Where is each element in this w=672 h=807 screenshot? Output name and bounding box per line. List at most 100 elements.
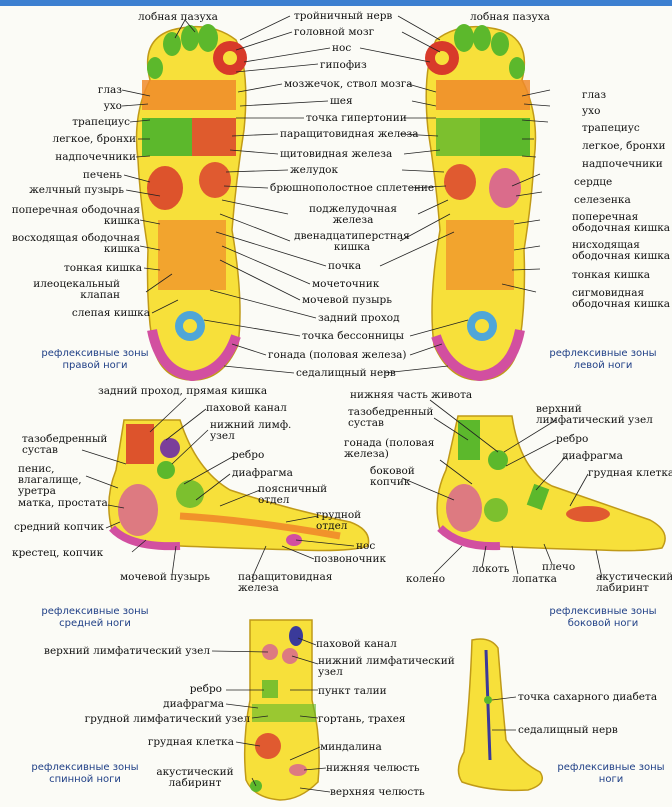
label-adrenal-left: надпочечники <box>582 158 663 170</box>
label-kidney: почка <box>328 260 362 272</box>
label-elbow: локоть <box>472 563 510 575</box>
label-thyroid: щитовидная железа <box>280 148 393 160</box>
label-ileocecal-valve: илеоцекальный клапан <box>33 278 120 301</box>
label-parathyroid-top: паращитовидная железа <box>280 128 419 140</box>
zone-caption-middle-foot: рефлексивные зоны средней ноги <box>41 606 149 629</box>
label-upper-jaw: верхняя челюсть <box>330 786 425 798</box>
label-transverse-colon-left: поперечная ободочная кишка <box>572 211 671 234</box>
label-trigeminal-nerve: тройничный нерв <box>294 10 393 22</box>
dorsal-foot <box>243 619 320 801</box>
label-trapezius-left: трапециус <box>582 122 640 134</box>
label-gonad-side: гонада (половая железа) <box>344 437 435 460</box>
label-small-intestine-right: тонкая кишка <box>63 262 142 274</box>
label-diabetes-point: точка сахарного диабета <box>518 691 658 703</box>
label-sigmoid-colon: сигмовидная ободочная кишка <box>572 287 671 310</box>
label-eye-right: глаз <box>97 84 122 96</box>
label-anus-top: задний проход <box>318 312 400 324</box>
label-nose-top: нос <box>332 42 352 54</box>
zone-caption-side-foot: рефлексивные зоны боковой ноги <box>549 606 657 629</box>
label-pancreas: поджелудочная железа <box>308 203 398 226</box>
label-rib-middle: ребро <box>232 449 265 461</box>
label-inguinal-dorsal: паховой канал <box>316 638 397 650</box>
label-thoracic-lymph: грудной лимфатический узел <box>84 713 250 725</box>
label-lower-lymph-dorsal: нижний лимфатический узел <box>318 655 455 678</box>
label-pituitary: гипофиз <box>320 59 367 71</box>
label-brain: головной мозг <box>294 26 375 38</box>
label-acoustic-side: акустический лабиринт <box>596 571 672 594</box>
top-color-bar <box>0 0 672 6</box>
zone-caption-right-foot: рефлексивные зоны правой ноги <box>41 348 149 371</box>
label-upper-lymph-dorsal: верхний лимфатический узел <box>44 645 210 657</box>
label-sacrum: крестец, копчик <box>12 547 104 559</box>
label-stomach: желудок <box>290 164 339 176</box>
label-sciatic-shin: седалищный нерв <box>518 724 618 736</box>
shin-leg <box>457 638 543 792</box>
label-gonad-top: гонада (половая железа) <box>268 349 407 361</box>
label-scapula: лопатка <box>512 573 557 585</box>
label-heart: сердце <box>574 176 613 188</box>
label-diaphragm-dorsal: диафрагма <box>163 698 224 710</box>
zone-caption-shin: рефлексивные зоны ноги <box>557 762 665 785</box>
label-ureter: мочеточник <box>312 278 380 290</box>
label-tonsil: миндалина <box>320 741 382 753</box>
label-small-intestine-left: тонкая кишка <box>572 269 651 281</box>
label-trapezius-right: трапециус <box>72 116 130 128</box>
label-sciatic-top: седалищный нерв <box>296 367 396 379</box>
label-cecum: слепая кишка <box>71 307 150 319</box>
label-eye-left: глаз <box>582 89 607 101</box>
label-transverse-colon-right: поперечная ободочная кишка <box>11 204 140 227</box>
label-spine: позвоночник <box>314 553 387 565</box>
label-lungs-left: легкое, бронхи <box>582 140 666 152</box>
inner-side-foot <box>108 419 370 552</box>
label-middle-coccyx: средний копчик <box>14 521 104 533</box>
label-rib-dorsal: ребро <box>189 683 222 695</box>
label-thoracic: грудной отдел <box>316 509 362 532</box>
label-hip-joint-side: тазобедренный сустав <box>348 406 434 429</box>
label-insomnia-point: точка бессонницы <box>302 330 404 342</box>
outer-side-foot <box>436 415 666 552</box>
pointer-lines <box>81 15 603 793</box>
label-shoulder: плечо <box>542 561 576 573</box>
label-diaphragm-side: диафрагма <box>562 450 623 462</box>
label-larynx: гортань, трахея <box>318 713 406 725</box>
label-lower-abdomen: нижняя часть живота <box>350 389 473 401</box>
label-acoustic-dorsal: акустический лабиринт <box>156 766 234 789</box>
label-parathyroid-middle: паращитовидная железа <box>238 571 333 594</box>
label-adrenal-right: надпочечники <box>55 151 136 163</box>
label-liver: печень <box>82 169 122 181</box>
label-solar-plexus: брюшнополостное сплетение <box>270 182 435 194</box>
label-side-coccyx: боковой копчик <box>370 465 415 488</box>
label-cerebellum: мозжечок, ствол мозга <box>284 78 413 90</box>
label-genitals: пенис, влагалище, уретра <box>18 463 82 497</box>
label-frontal-sinus-right: лобная пазуха <box>138 11 218 23</box>
label-bladder-top: мочевой пузырь <box>302 294 392 306</box>
label-uterus-prostate: матка, простата <box>18 497 108 509</box>
label-lower-lymph-middle: нижний лимф. узел <box>210 419 292 442</box>
label-descending-colon: нисходящая ободочная кишка <box>572 239 671 262</box>
label-knee: колено <box>406 573 446 585</box>
label-nose-middle: нос <box>356 540 376 552</box>
label-frontal-sinus-left: лобная пазуха <box>470 11 550 23</box>
label-anus-rectum: задний проход, прямая кишка <box>98 385 268 397</box>
label-bladder-middle: мочевой пузырь <box>120 571 210 583</box>
label-ear-right: ухо <box>103 100 122 112</box>
label-ear-left: ухо <box>582 105 601 117</box>
label-lumbar: поясничный отдел <box>258 483 328 506</box>
label-spleen: селезенка <box>574 194 631 206</box>
zone-caption-left-foot: рефлексивные зоны левой ноги <box>549 348 657 371</box>
label-lower-jaw: нижняя челюсть <box>326 762 420 774</box>
label-ascending-colon: восходящая ободочная кишка <box>11 232 140 255</box>
label-gallbladder: желчный пузырь <box>29 184 124 196</box>
label-inguinal-middle: паховой канал <box>206 402 287 414</box>
label-upper-lymph-side: верхний лимфатический узел <box>536 403 653 426</box>
label-rib-side: ребро <box>556 433 589 445</box>
label-diaphragm-middle: диафрагма <box>232 467 293 479</box>
left-foot-sole <box>425 24 537 382</box>
label-chest-side: грудная клетка <box>588 467 672 479</box>
label-hypertension-point: точка гипертонии <box>306 112 407 124</box>
label-lungs-right: легкое, бронхи <box>52 133 136 145</box>
label-neck: шея <box>330 95 353 107</box>
label-duodenum: двенадцатиперстная кишка <box>294 230 410 253</box>
label-waist-point: пункт талии <box>318 685 387 697</box>
